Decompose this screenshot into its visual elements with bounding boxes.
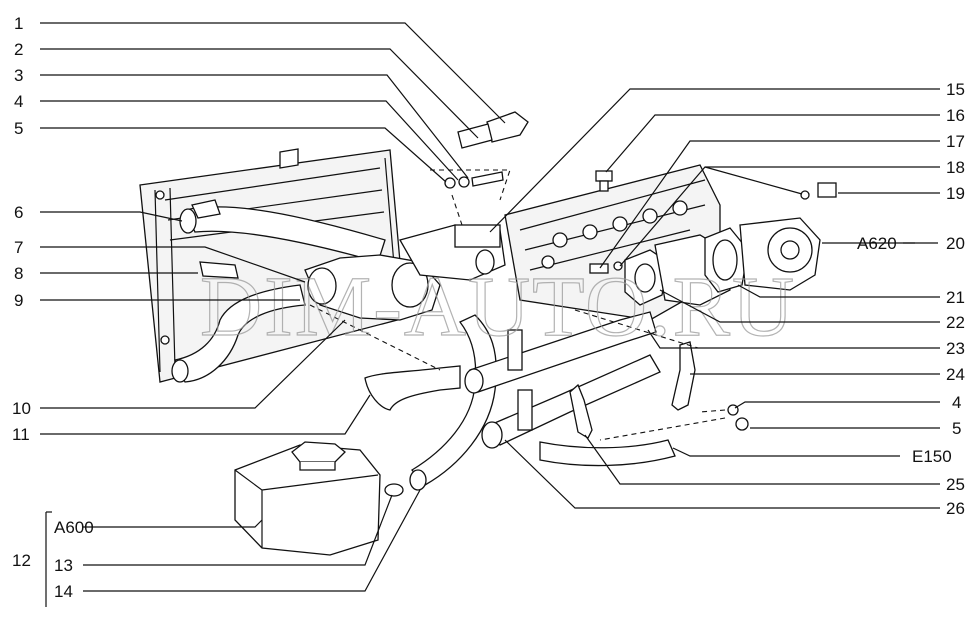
bracket-24: [671, 341, 696, 411]
callout-4-right: 4: [952, 393, 961, 412]
washer-and-nut-right: [727, 404, 749, 431]
heater-hose: [539, 439, 676, 467]
callout-11: 11: [12, 425, 30, 444]
callout-6: 6: [14, 203, 23, 222]
coolant-sensor: [199, 261, 239, 279]
watermark: DIM-AUTO.RU: [200, 258, 796, 354]
callout-A600: A600: [54, 518, 94, 537]
assembly-guide: [451, 194, 463, 226]
callout-22: 22: [946, 313, 965, 332]
callout-1: 1: [14, 14, 23, 33]
callouts-right: 15 16 17 18 19 A620 20 21 22 23 24 4 5 E…: [857, 80, 965, 518]
pump-gasket: [624, 249, 669, 306]
callout-9: 9: [14, 291, 23, 310]
callout-5: 5: [14, 119, 23, 138]
expansion-tank: [234, 441, 381, 556]
callout-5-right: 5: [952, 419, 961, 438]
coolant-outlet-fitting: [399, 224, 506, 281]
callout-12: 12: [12, 551, 31, 570]
callout-A620: A620: [857, 234, 897, 253]
washer-and-stud: [444, 171, 504, 189]
callout-17: 17: [946, 132, 965, 151]
callout-14: 14: [54, 582, 73, 601]
bypass-hose: [364, 365, 461, 411]
leader-lines-right: [489, 88, 940, 509]
callout-10: 10: [12, 399, 31, 418]
callout-E150: E150: [912, 447, 952, 466]
callout-19: 19: [946, 184, 965, 203]
callout-24: 24: [946, 365, 965, 384]
water-pump: [704, 217, 821, 293]
bolt-17: [589, 261, 623, 274]
callout-15: 15: [946, 80, 965, 99]
callout-4: 4: [14, 92, 23, 111]
lower-radiator-hose: [171, 284, 306, 383]
callout-18: 18: [946, 158, 965, 177]
callout-26: 26: [946, 499, 965, 518]
temperature-sensor: [457, 111, 529, 149]
callout-25: 25: [946, 475, 965, 494]
callout-8: 8: [14, 264, 23, 283]
callouts-left: 1 2 3 4 5 6 7 8 9 10 11 12 A600 13 14: [12, 14, 94, 601]
callout-23: 23: [946, 339, 965, 358]
assembly-guide: [599, 417, 726, 441]
bolt-19: [800, 182, 837, 200]
callout-20: 20: [946, 234, 965, 253]
callout-2: 2: [14, 40, 23, 59]
assembly-guide: [699, 409, 726, 413]
callout-21: 21: [946, 288, 965, 307]
bracket-25: [569, 383, 593, 439]
coolant-pipe-upper: [464, 311, 657, 394]
callout-16: 16: [946, 106, 965, 125]
assembly-guide: [430, 169, 511, 201]
bolt-16: [595, 170, 613, 192]
assembly-guide: [574, 309, 699, 349]
callout-7: 7: [14, 238, 23, 257]
hose-clamp: [384, 483, 404, 497]
callout-13: 13: [54, 556, 73, 575]
callout-3: 3: [14, 66, 23, 85]
assembly-guide: [309, 304, 441, 371]
leader-lines-left: [40, 22, 506, 607]
